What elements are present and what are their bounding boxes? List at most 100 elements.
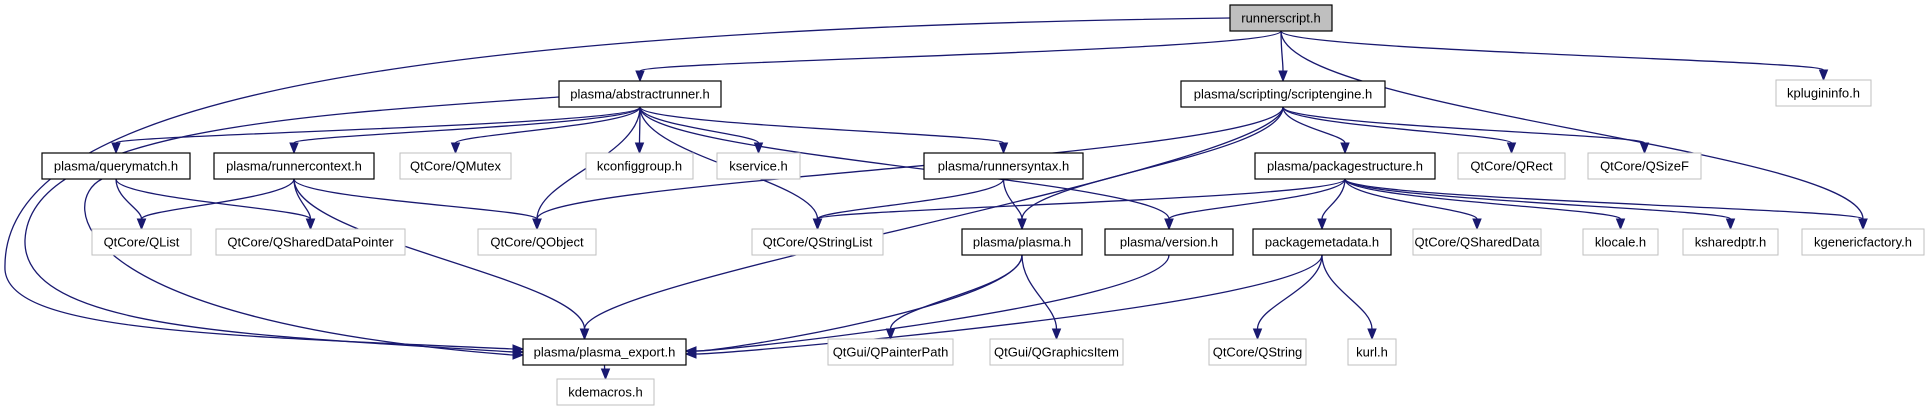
node-box bbox=[751, 228, 884, 256]
node-box bbox=[522, 338, 687, 366]
node-runnerscript[interactable]: runnerscript.h bbox=[1229, 4, 1333, 32]
node-box bbox=[1229, 4, 1333, 32]
node-qstringlist[interactable]: QtCore/QStringList bbox=[751, 228, 884, 256]
arrowhead bbox=[136, 218, 147, 231]
arrowhead bbox=[450, 142, 461, 155]
node-qgraphicsitem[interactable]: QtGui/QGraphicsItem bbox=[989, 338, 1124, 366]
arrowhead bbox=[998, 142, 1009, 155]
node-box bbox=[1682, 228, 1779, 256]
edge-packagemetadata-to-plasma_export bbox=[695, 254, 1323, 355]
edge-version-to-plasma_export bbox=[695, 254, 1170, 352]
edge-scriptengine-to-packagestructure bbox=[1282, 106, 1346, 144]
edge-runnerscript-to-abstractrunner bbox=[639, 30, 1282, 72]
edge-packagestructure-to-version bbox=[1168, 178, 1346, 220]
node-box bbox=[716, 152, 801, 180]
node-kconfiggroup[interactable]: kconfiggroup.h bbox=[585, 152, 694, 180]
node-abstractrunner[interactable]: plasma/abstractrunner.h bbox=[558, 80, 722, 108]
edge-runnerscript-to-kgenericfactory bbox=[1280, 30, 1864, 220]
arrowhead bbox=[289, 142, 299, 155]
edge-querymatch-to-qshareddatapointer bbox=[115, 178, 312, 220]
arrowhead bbox=[684, 349, 697, 359]
nodes-layer: runnerscript.h plasma/abstractrunner.h pla… bbox=[41, 4, 1925, 406]
node-scriptengine[interactable]: plasma/scripting/scriptengine.h bbox=[1180, 80, 1386, 108]
node-label: QtCore/QSizeF bbox=[1600, 159, 1689, 174]
node-box bbox=[1347, 338, 1397, 366]
node-box bbox=[1104, 228, 1234, 256]
edge-plasma-to-qpainterpath bbox=[889, 254, 1023, 330]
node-querymatch[interactable]: plasma/querymatch.h bbox=[41, 152, 191, 180]
arrowhead bbox=[1278, 70, 1288, 83]
node-box bbox=[558, 80, 722, 108]
node-label: plasma/version.h bbox=[1120, 235, 1218, 250]
node-box bbox=[1180, 80, 1386, 108]
node-box bbox=[556, 378, 655, 406]
node-label: packagemetadata.h bbox=[1265, 235, 1379, 250]
node-label: kgenericfactory.h bbox=[1814, 235, 1912, 250]
arrowhead bbox=[753, 142, 764, 155]
edge-packagestructure-to-packagemetadata bbox=[1321, 178, 1346, 220]
edge-scriptengine-to-qrect bbox=[1282, 106, 1513, 144]
node-qrect[interactable]: QtCore/QRect bbox=[1457, 152, 1566, 180]
edge-plasma-to-qgraphicsitem bbox=[1021, 254, 1058, 330]
node-label: plasma/scripting/scriptengine.h bbox=[1194, 87, 1372, 102]
node-plasma_export[interactable]: plasma/plasma_export.h bbox=[522, 338, 687, 366]
edge-packagestructure-to-ksharedptr bbox=[1344, 178, 1732, 220]
node-plasma[interactable]: plasma/plasma.h bbox=[961, 228, 1083, 256]
node-qpainterpath[interactable]: QtGui/QPainterPath bbox=[827, 338, 954, 366]
arrowhead bbox=[111, 142, 121, 155]
node-label: kconfiggroup.h bbox=[597, 159, 682, 174]
node-qshareddatapointer[interactable]: QtCore/QSharedDataPointer bbox=[215, 228, 406, 256]
arrowhead bbox=[1252, 328, 1263, 341]
edge-abstractrunner-to-runnersyntax bbox=[639, 106, 1005, 144]
node-packagestructure[interactable]: plasma/packagestructure.h bbox=[1254, 152, 1436, 180]
node-label: plasma/abstractrunner.h bbox=[570, 87, 709, 102]
edge-packagemetadata-to-kurl bbox=[1321, 254, 1373, 330]
node-box bbox=[923, 152, 1084, 180]
node-klocale[interactable]: klocale.h bbox=[1582, 228, 1659, 256]
node-runnercontext[interactable]: plasma/runnercontext.h bbox=[213, 152, 375, 180]
arrowhead bbox=[512, 350, 525, 360]
arrowhead bbox=[532, 218, 542, 231]
node-label: ksharedptr.h bbox=[1695, 235, 1767, 250]
edge-querymatch-to-qlist bbox=[115, 178, 143, 220]
node-qobject[interactable]: QtCore/QObject bbox=[477, 228, 597, 256]
node-kplugininfo[interactable]: kplugininfo.h bbox=[1775, 79, 1872, 107]
node-kurl[interactable]: kurl.h bbox=[1347, 338, 1397, 366]
edge-packagestructure-to-qshareddata bbox=[1344, 178, 1478, 220]
arrowhead bbox=[635, 70, 645, 83]
arrowhead bbox=[1051, 328, 1062, 341]
node-runnersyntax[interactable]: plasma/runnersyntax.h bbox=[923, 152, 1084, 180]
node-qsizef[interactable]: QtCore/QSizeF bbox=[1587, 152, 1702, 180]
node-label: QtGui/QPainterPath bbox=[833, 345, 949, 360]
node-box bbox=[961, 228, 1083, 256]
node-label: QtCore/QRect bbox=[1470, 159, 1553, 174]
node-qmutex[interactable]: QtCore/QMutex bbox=[399, 152, 512, 180]
node-ksharedptr[interactable]: ksharedptr.h bbox=[1682, 228, 1779, 256]
node-box bbox=[1775, 79, 1872, 107]
edge-querymatch-to-plasma_export bbox=[84, 178, 514, 356]
node-kdemacros[interactable]: kdemacros.h bbox=[556, 378, 655, 406]
node-qshareddata[interactable]: QtCore/QSharedData bbox=[1412, 228, 1542, 256]
node-label: plasma/packagestructure.h bbox=[1267, 159, 1423, 174]
node-box bbox=[1208, 338, 1307, 366]
node-box bbox=[41, 152, 191, 180]
edge-abstractrunner-to-kservice bbox=[639, 106, 760, 144]
node-label: plasma/runnersyntax.h bbox=[938, 159, 1070, 174]
edge-packagestructure-to-kgenericfactory bbox=[1344, 178, 1864, 220]
edge-runnerscript-to-plasma_export bbox=[4, 17, 1231, 350]
edges-layer bbox=[4, 17, 1868, 381]
node-packagemetadata[interactable]: packagemetadata.h bbox=[1252, 228, 1392, 256]
node-kgenericfactory[interactable]: kgenericfactory.h bbox=[1801, 228, 1925, 256]
node-label: kservice.h bbox=[729, 159, 788, 174]
node-qlist[interactable]: QtCore/QList bbox=[91, 228, 192, 256]
node-kservice[interactable]: kservice.h bbox=[716, 152, 801, 180]
edge-runnerscript-to-kplugininfo bbox=[1280, 30, 1825, 71]
edge-scriptengine-to-qobject bbox=[536, 106, 1284, 220]
edge-runnersyntax-to-qstringlist bbox=[816, 178, 1005, 220]
node-version[interactable]: plasma/version.h bbox=[1104, 228, 1234, 256]
node-box bbox=[213, 152, 375, 180]
arrowhead bbox=[634, 142, 645, 155]
node-qstring[interactable]: QtCore/QString bbox=[1208, 338, 1307, 366]
node-label: QtCore/QList bbox=[104, 235, 180, 250]
edge-abstractrunner-to-querymatch bbox=[115, 106, 641, 144]
